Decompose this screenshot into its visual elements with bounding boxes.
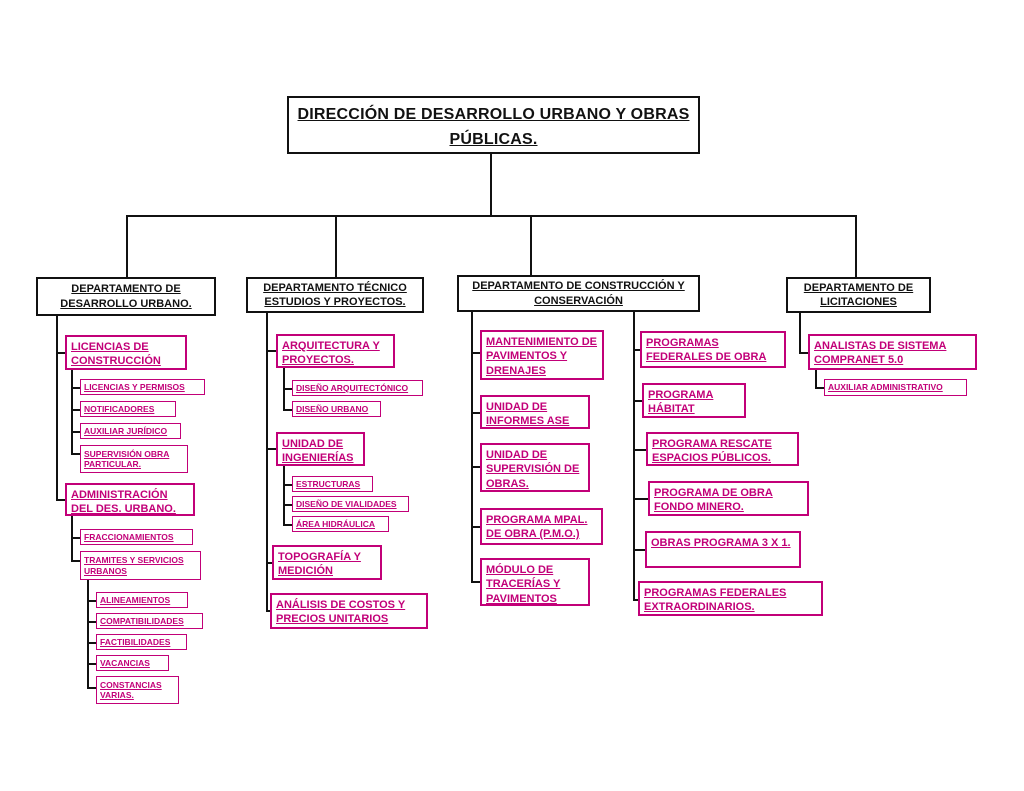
connector-line [633,400,642,402]
node-constancias-varias: CONSTANCIAS VARIAS. [96,676,179,704]
node-fraccionamientos: FRACCIONAMIENTOS [80,529,193,545]
connector-line [471,352,480,354]
connector-line [87,687,96,689]
connector-line [283,466,285,525]
node-obras-programa-3x1: OBRAS PROGRAMA 3 X 1. [645,531,801,568]
connector-line [71,560,80,562]
connector-line [126,215,857,217]
node-alineamientos: ALINEAMIENTOS [96,592,188,608]
connector-line [71,453,80,455]
connector-line [71,409,80,411]
node-auxiliar-administrativo: AUXILIAR ADMINISTRATIVO [824,379,967,396]
node-licencias-y-permisos: LICENCIAS Y PERMISOS [80,379,205,395]
connector-line [633,549,645,551]
connector-line [855,215,857,277]
connector-line [87,580,89,687]
node-modulo-tracerias-pavimentos: MÓDULO DE TRACERÍAS Y PAVIMENTOS [480,558,590,606]
connector-line [633,349,640,351]
connector-line [71,516,73,562]
node-licencias-de-construccion: LICENCIAS DE CONSTRUCCIÓN [65,335,187,370]
connector-line [56,316,58,501]
node-analistas-compranet: ANALISTAS DE SISTEMA COMPRANET 5.0 [808,334,977,370]
node-programa-mpal-obra: PROGRAMA MPAL. DE OBRA (P.M.O.) [480,508,603,545]
node-area-hidraulica: ÁREA HIDRÁULICA [292,516,389,532]
connector-line [87,600,96,602]
connector-line [471,526,480,528]
node-mantenimiento-pavimentos-drenajes: MANTENIMIENTO DE PAVIMENTOS Y DRENAJES [480,330,604,380]
node-unidad-informes-ase: UNIDAD DE INFORMES ASE [480,395,590,429]
connector-line [71,387,80,389]
node-programas-federales-extraordinarios: PROGRAMAS FEDERALES EXTRAORDINARIOS. [638,581,823,616]
node-administracion-des-urbano: ADMINISTRACIÓN DEL DES. URBANO. [65,483,195,516]
connector-line [56,499,65,501]
connector-line [283,484,292,486]
node-notificadores: NOTIFICADORES [80,401,176,417]
connector-line [266,350,276,352]
node-diseno-urbano: DISEÑO URBANO [292,401,381,417]
connector-line [799,313,801,352]
node-unidad-de-ingenierias: UNIDAD DE INGENIERÍAS [276,432,365,466]
node-programas-federales-obra: PROGRAMAS FEDERALES DE OBRA [640,331,786,368]
connector-line [815,370,817,387]
node-programa-obra-fondo-minero: PROGRAMA DE OBRA FONDO MINERO. [648,481,809,516]
root-box: DIRECCIÓN DE DESARROLLO URBANO Y OBRAS P… [287,96,700,154]
connector-line [283,409,292,411]
dept-licitaciones: DEPARTAMENTO DE LICITACIONES [786,277,931,313]
node-tramites-servicios-urbanos: TRAMITES Y SERVICIOS URBANOS [80,551,201,580]
node-topografia-y-medicion: TOPOGRAFÍA Y MEDICIÓN [272,545,382,580]
connector-line [266,562,272,564]
node-auxiliar-juridico: AUXILIAR JURÍDICO [80,423,181,439]
connector-line [471,312,473,581]
node-vacancias: VACANCIAS [96,655,169,671]
dept-tecnico-estudios-proyectos: DEPARTAMENTO TÉCNICO ESTUDIOS Y PROYECTO… [246,277,424,313]
node-supervision-obra-particular: SUPERVISIÓN OBRA PARTICULAR. [80,445,188,473]
connector-line [87,642,96,644]
connector-line [490,154,492,215]
connector-line [335,215,337,277]
node-diseno-de-vialidades: DISEÑO DE VIALIDADES [292,496,409,512]
connector-line [815,387,824,389]
node-arquitectura-y-proyectos: ARQUITECTURA Y PROYECTOS. [276,334,395,368]
connector-line [633,599,638,601]
connector-line [530,215,532,275]
connector-line [71,370,73,455]
node-factibilidades: FACTIBILIDADES [96,634,187,650]
connector-line [633,449,646,451]
connector-line [71,431,80,433]
node-programa-habitat: PROGRAMA HÁBITAT [642,383,746,418]
connector-line [471,581,480,583]
node-analisis-costos-precios: ANÁLISIS DE COSTOS Y PRECIOS UNITARIOS [270,593,428,629]
connector-line [126,215,128,277]
connector-line [87,663,96,665]
connector-line [266,313,268,611]
connector-line [87,621,96,623]
connector-line [471,466,480,468]
connector-line [633,312,635,600]
connector-line [633,498,648,500]
dept-desarrollo-urbano: DEPARTAMENTO DE DESARROLLO URBANO. [36,277,216,316]
node-diseno-arquitectonico: DISEÑO ARQUITECTÓNICO [292,380,423,396]
connector-line [471,412,480,414]
connector-line [283,388,292,390]
node-programa-rescate-espacios: PROGRAMA RESCATE ESPACIOS PÚBLICOS. [646,432,799,466]
connector-line [266,610,270,612]
connector-line [283,504,292,506]
node-unidad-supervision-obras: UNIDAD DE SUPERVISIÓN DE OBRAS. [480,443,590,492]
node-estructuras: ESTRUCTURAS [292,476,373,492]
connector-line [266,448,276,450]
connector-line [71,537,80,539]
dept-construccion-conservacion: DEPARTAMENTO DE CONSTRUCCIÓN Y CONSERVAC… [457,275,700,312]
node-compatibilidades: COMPATIBILIDADES [96,613,203,629]
connector-line [799,352,808,354]
connector-line [56,352,65,354]
connector-line [283,524,292,526]
